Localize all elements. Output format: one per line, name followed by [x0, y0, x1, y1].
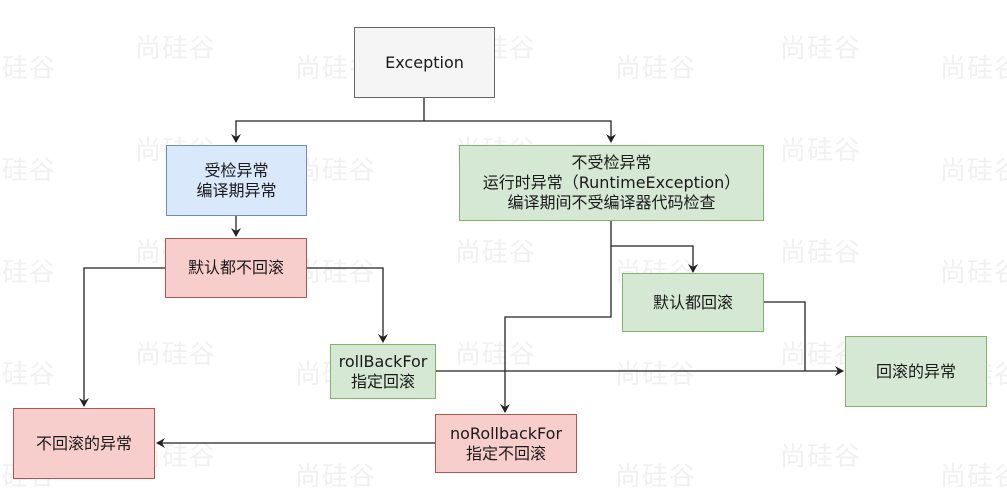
edge-default-no-rollback-to-rollback-for [307, 267, 388, 343]
node-checked-exception-label: 受检异常 编译期异常 [196, 160, 277, 200]
edge-exception-to-checked [231, 98, 425, 143]
edge-exception-to-unchecked [424, 120, 616, 143]
edge-default-no-rollback-to-no-rollback-exceptions [79, 267, 165, 407]
node-default-rollback-label: 默认都回滚 [652, 292, 733, 312]
node-rollback-exceptions-label: 回滚的异常 [875, 361, 956, 381]
node-unchecked-exception[interactable]: 不受检异常 运行时异常（RuntimeException） 编译期间不受编译器代… [459, 145, 764, 221]
node-default-rollback[interactable]: 默认都回滚 [622, 273, 764, 332]
edge-default-rollback-to-rollback-exceptions [764, 301, 806, 371]
node-default-no-rollback[interactable]: 默认都不回滚 [165, 238, 307, 298]
node-exception[interactable]: Exception [354, 27, 495, 98]
node-exception-label: Exception [385, 52, 464, 72]
node-unchecked-exception-label: 不受检异常 运行时异常（RuntimeException） 编译期间不受编译器代… [482, 153, 741, 212]
edge-unchecked-to-no-rollback-for [500, 246, 612, 413]
node-no-rollback-for[interactable]: noRollbackFor 指定不回滚 [435, 414, 577, 473]
node-checked-exception[interactable]: 受检异常 编译期异常 [166, 145, 307, 216]
node-no-rollback-exceptions[interactable]: 不回滚的异常 [13, 408, 155, 479]
node-rollback-exceptions[interactable]: 回滚的异常 [845, 336, 987, 407]
edge-unchecked-to-default-rollback [610, 221, 698, 273]
node-rollback-for-label: rollBackFor 指定回滚 [338, 351, 428, 391]
node-no-rollback-for-label: noRollbackFor 指定不回滚 [449, 423, 563, 463]
node-no-rollback-exceptions-label: 不回滚的异常 [35, 433, 132, 453]
node-default-no-rollback-label: 默认都不回滚 [187, 258, 284, 277]
node-rollback-for[interactable]: rollBackFor 指定回滚 [330, 344, 436, 399]
